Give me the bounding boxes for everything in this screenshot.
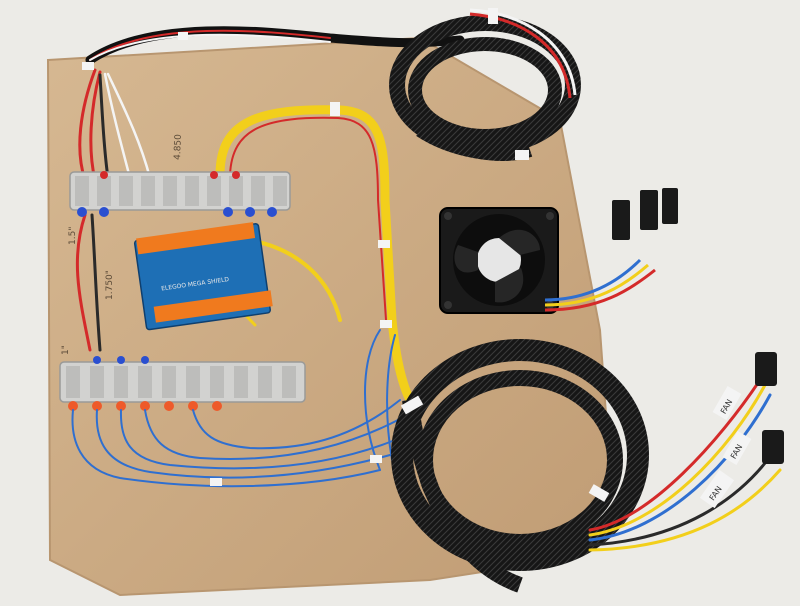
- pencil-note-1: 1.5": [68, 227, 78, 245]
- cable-ties: [82, 32, 392, 486]
- terminal-strip-bottom: [59, 356, 306, 411]
- red-wire-bundle: [75, 68, 152, 352]
- sleeved-coil-bottom: [391, 339, 649, 593]
- shield-pcb: ELEGOO MEGA SHIELD: [133, 222, 273, 331]
- blue-wiring: [71, 329, 401, 488]
- cooling-fan: [439, 207, 559, 314]
- fan-leads-bottom: [588, 352, 784, 552]
- pencil-note-3: 1": [61, 345, 71, 355]
- sleeved-coil-top: [389, 8, 581, 161]
- terminal-strip-top: [69, 171, 291, 217]
- pencil-note-width: 4.850: [173, 134, 184, 160]
- pencil-notes: 4.850 1.5" 1.750" 1": [61, 134, 184, 355]
- fan-connectors-right: [544, 188, 678, 312]
- fan-tags: FAN FAN FAN: [699, 386, 752, 509]
- pencil-note-2: 1.750": [105, 270, 115, 300]
